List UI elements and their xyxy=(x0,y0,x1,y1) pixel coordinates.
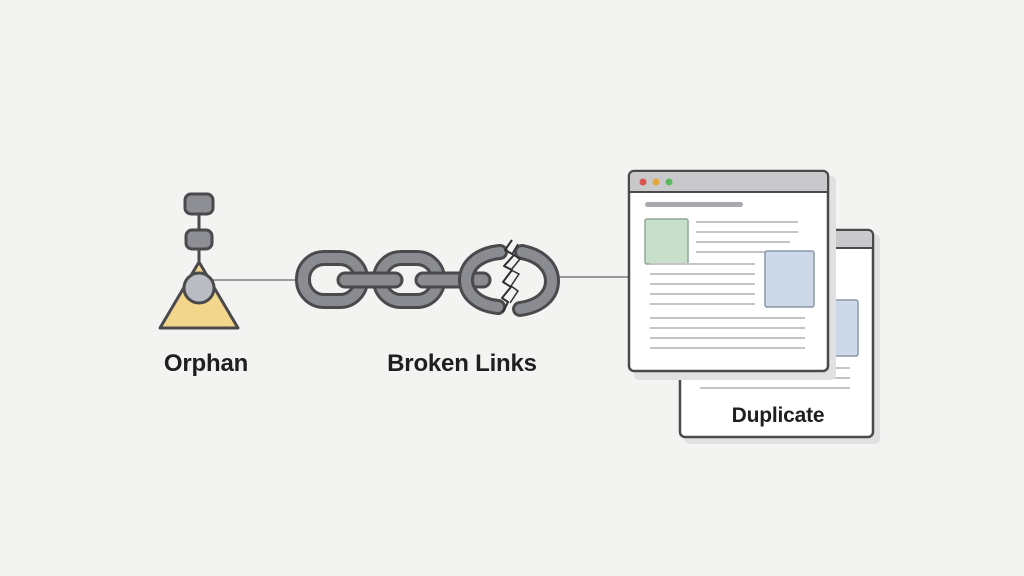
chain-bar-2 xyxy=(414,271,492,289)
window-dot-yellow xyxy=(652,178,660,186)
chain-bar-1 xyxy=(336,271,404,289)
orphan-top-node xyxy=(183,192,215,216)
orphan-node-icon xyxy=(158,192,240,330)
duplicate-label: Duplicate xyxy=(731,404,825,427)
duplicate-front-page xyxy=(627,169,830,373)
window-dot-green xyxy=(665,178,673,186)
window-dot-red xyxy=(639,178,647,186)
blue-image-block xyxy=(764,250,815,308)
broken-links-label: Broken Links xyxy=(387,350,537,377)
green-image-block xyxy=(644,218,689,265)
broken-chain-icon xyxy=(295,239,561,317)
orphan-circle-node xyxy=(182,271,216,305)
duplicate-pages-icon xyxy=(627,169,880,444)
crack-line xyxy=(501,239,515,313)
orphan-label: Orphan xyxy=(163,350,249,377)
orphan-middle-node xyxy=(184,228,214,251)
